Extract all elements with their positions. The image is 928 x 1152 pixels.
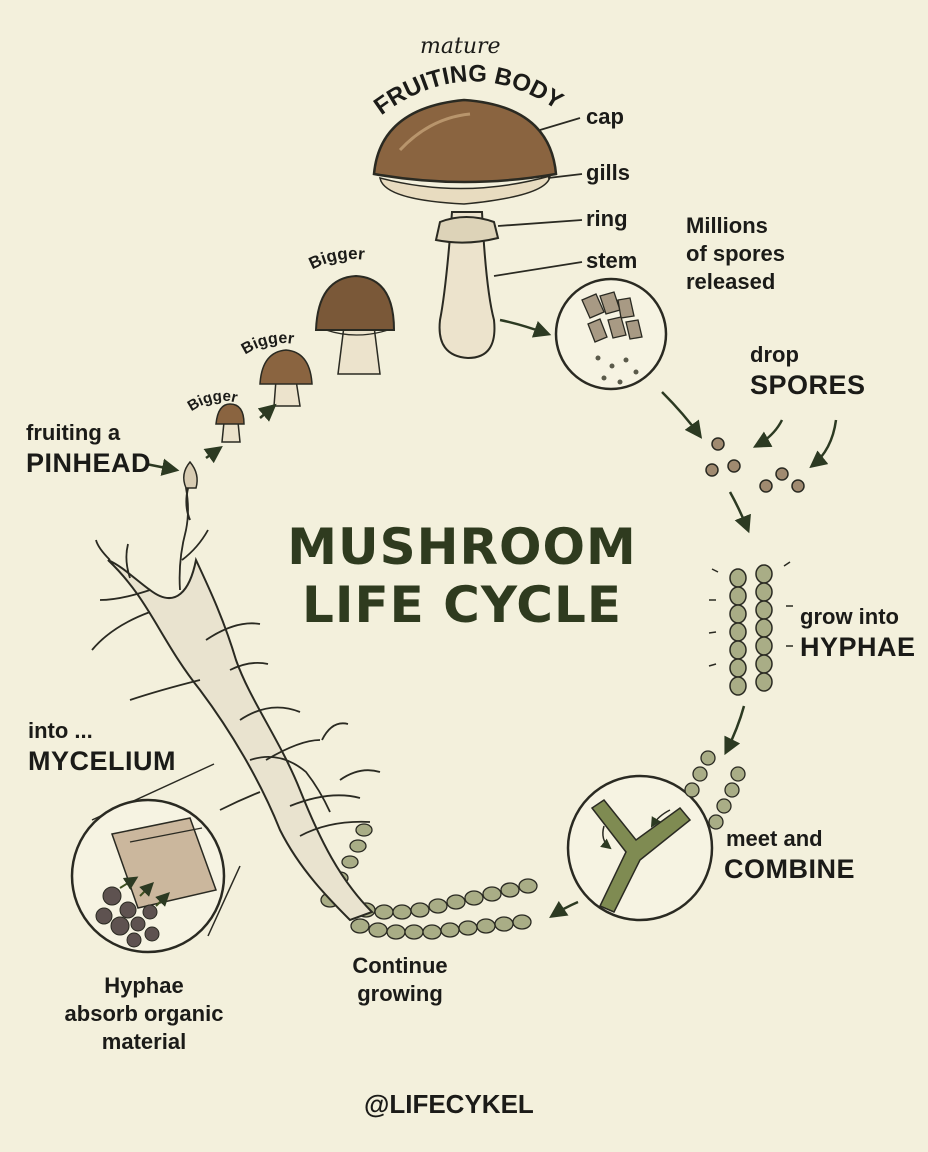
gills-label: gills <box>586 160 631 185</box>
hyphae-absorb-label: Hyphae absorb organic material <box>64 973 224 1054</box>
combine-label: COMBINE <box>724 854 855 884</box>
title-line-2: LIFE CYCLE <box>301 576 622 634</box>
cycle-arrows <box>145 318 838 918</box>
author-handle: @LIFECYKEL <box>364 1089 534 1119</box>
medium-mushroom <box>259 349 313 407</box>
mushroom-cap <box>372 98 558 184</box>
mushroom-ring <box>434 216 500 244</box>
spores-released-circle <box>554 277 668 391</box>
cap-label: cap <box>586 104 624 129</box>
fruiting-a-label: fruiting a <box>26 420 121 445</box>
mycelium-label: MYCELIUM <box>28 746 176 776</box>
pinhead-label: PINHEAD <box>26 448 152 478</box>
spores-released-label: Millions of spores released <box>686 213 786 294</box>
spore-cluster <box>705 437 805 493</box>
stage-label-3: Bigger <box>306 244 366 273</box>
mycelium-mass <box>91 487 381 922</box>
mushroom-stem <box>438 211 496 360</box>
mature-label: mature <box>420 34 501 59</box>
meet-and-label: meet and <box>726 826 823 851</box>
stem-label: stem <box>586 248 638 273</box>
drop-label: drop <box>750 342 799 367</box>
ring-label: ring <box>586 206 628 231</box>
pinhead <box>183 460 198 489</box>
hyphae-strands <box>729 564 773 696</box>
diagram-title: MUSHROOM LIFE CYCLE <box>262 518 662 634</box>
small-mushroom <box>215 403 245 443</box>
into-label: into ... <box>28 718 93 743</box>
mushroom-gills <box>379 174 551 205</box>
hyphae-label: HYPHAE <box>800 632 916 662</box>
spores-label: SPORES <box>750 370 866 400</box>
mature-mushroom <box>372 98 558 360</box>
combine-strand-chains <box>684 750 746 830</box>
continue-growing-label: Continue growing <box>352 953 448 1006</box>
title-line-1: MUSHROOM <box>287 518 637 576</box>
grow-into-label: grow into <box>800 604 899 629</box>
part-leaders <box>493 117 583 277</box>
absorb-magnifier <box>70 763 241 954</box>
growing-hyphae-chains <box>320 823 538 940</box>
large-mushroom <box>314 274 396 375</box>
combine-circle <box>566 774 714 922</box>
